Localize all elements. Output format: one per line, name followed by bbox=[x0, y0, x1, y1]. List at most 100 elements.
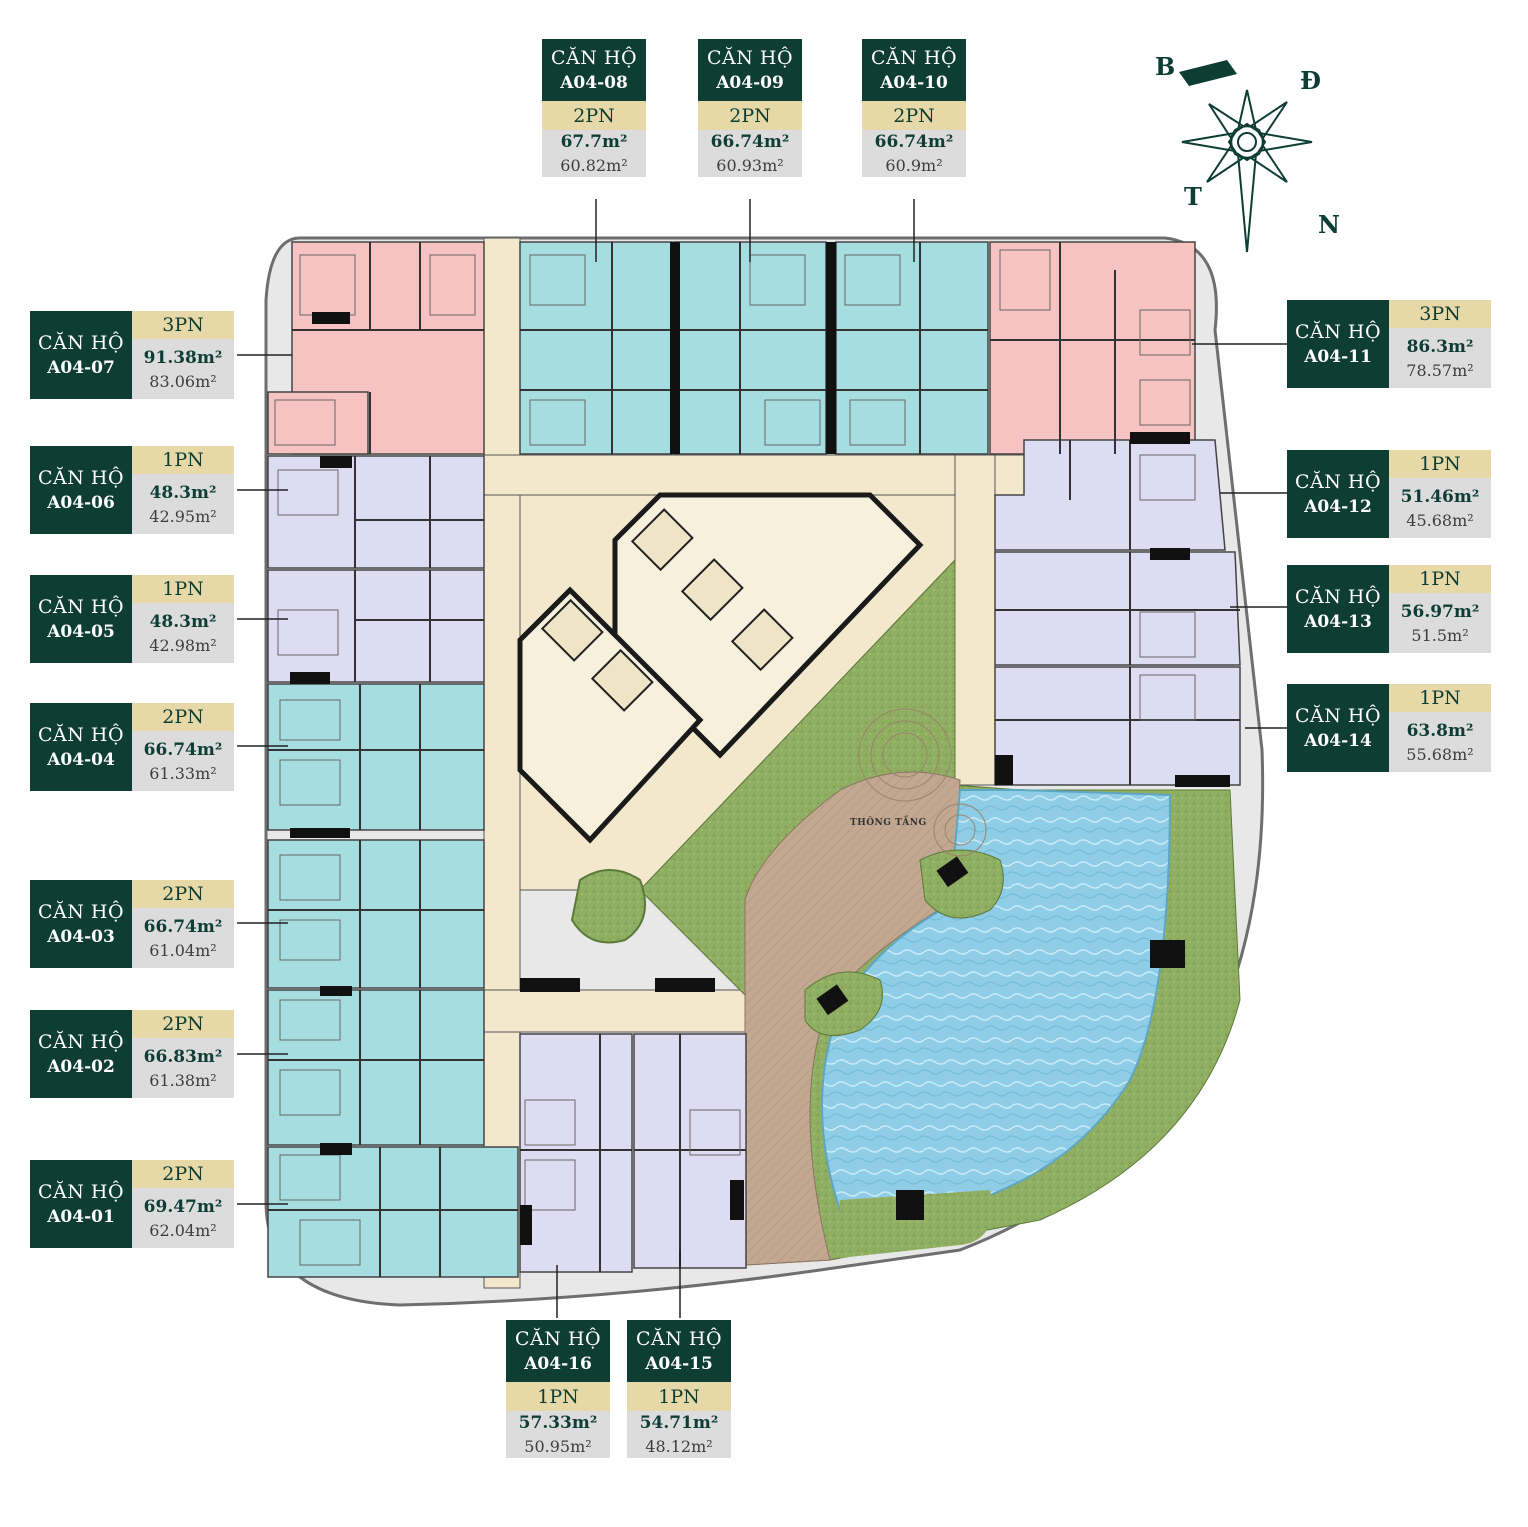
unit-area-net: 60.9m² bbox=[885, 156, 943, 175]
unit-info: 2PN 66.74m² 60.9m² bbox=[862, 101, 966, 177]
unit-id-box: CĂN HỘ A04-06 bbox=[30, 446, 132, 534]
unit-info: 2PN 67.7m² 60.82m² bbox=[542, 101, 646, 177]
unit-card-a04-11[interactable]: CĂN HỘ A04-11 3PN 86.3m² 78.57m² bbox=[1287, 300, 1491, 388]
unit-area: 66.74m² 60.93m² bbox=[698, 130, 802, 177]
unit-id-box: CĂN HỘ A04-11 bbox=[1287, 300, 1389, 388]
unit-info: 1PN 48.3m² 42.95m² bbox=[132, 446, 234, 534]
unit-area-gross: 48.3m² bbox=[149, 482, 217, 503]
unit-area-net: 55.68m² bbox=[1406, 744, 1474, 764]
unit-code: A04-06 bbox=[47, 492, 115, 513]
unit-label: CĂN HỘ bbox=[1294, 585, 1382, 608]
unit-type: 2PN bbox=[862, 101, 966, 130]
unit-info: 1PN 63.8m² 55.68m² bbox=[1389, 684, 1491, 772]
unit-info: 2PN 69.47m² 62.04m² bbox=[132, 1160, 234, 1248]
structural-columns bbox=[290, 242, 1230, 1245]
unit-id-box: CĂN HỘ A04-16 bbox=[506, 1320, 610, 1382]
unit-label: CĂN HỘ bbox=[1294, 470, 1382, 493]
unit-label: CĂN HỘ bbox=[37, 331, 125, 354]
unit-label: CĂN HỘ bbox=[37, 723, 125, 746]
unit-area-net: 78.57m² bbox=[1406, 360, 1474, 380]
unit-code: A04-05 bbox=[47, 621, 115, 642]
unit-type: 2PN bbox=[698, 101, 802, 130]
unit-type: 2PN bbox=[132, 703, 234, 731]
unit-area-net: 83.06m² bbox=[149, 371, 217, 391]
unit-area-gross: 66.74m² bbox=[143, 739, 223, 760]
unit-card-a04-03[interactable]: CĂN HỘ A04-03 2PN 66.74m² 61.04m² bbox=[30, 880, 234, 968]
compass-east-label: Đ bbox=[1300, 66, 1321, 95]
unit-code: A04-01 bbox=[47, 1206, 115, 1227]
unit-card-a04-14[interactable]: CĂN HỘ A04-14 1PN 63.8m² 55.68m² bbox=[1287, 684, 1491, 772]
unit-area-net: 60.82m² bbox=[560, 156, 628, 175]
unit-card-a04-01[interactable]: CĂN HỘ A04-01 2PN 69.47m² 62.04m² bbox=[30, 1160, 234, 1248]
unit-card-a04-13[interactable]: CĂN HỘ A04-13 1PN 56.97m² 51.5m² bbox=[1287, 565, 1491, 653]
unit-card-a04-05[interactable]: CĂN HỘ A04-05 1PN 48.3m² 42.98m² bbox=[30, 575, 234, 663]
unit-id-box: CĂN HỘ A04-14 bbox=[1287, 684, 1389, 772]
unit-info: 2PN 66.83m² 61.38m² bbox=[132, 1010, 234, 1098]
unit-type: 1PN bbox=[1389, 565, 1491, 593]
unit-id-box: CĂN HỘ A04-01 bbox=[30, 1160, 132, 1248]
unit-area-gross: 48.3m² bbox=[149, 611, 217, 632]
unit-id-box: CĂN HỘ A04-02 bbox=[30, 1010, 132, 1098]
unit-type: 2PN bbox=[132, 1160, 234, 1188]
unit-card-a04-07[interactable]: CĂN HỘ A04-07 3PN 91.38m² 83.06m² bbox=[30, 311, 234, 399]
unit-info: 2PN 66.74m² 61.04m² bbox=[132, 880, 234, 968]
unit-label: CĂN HỘ bbox=[37, 466, 125, 489]
compass-rose-icon bbox=[1179, 60, 1313, 253]
unit-a04-03-block bbox=[267, 839, 485, 989]
unit-id-box: CĂN HỘ A04-09 bbox=[698, 39, 802, 101]
unit-a04-13-block bbox=[994, 551, 1241, 666]
unit-area-gross: 56.97m² bbox=[1400, 601, 1480, 622]
unit-card-a04-04[interactable]: CĂN HỘ A04-04 2PN 66.74m² 61.33m² bbox=[30, 703, 234, 791]
unit-code: A04-04 bbox=[47, 749, 115, 770]
unit-label: CĂN HỘ bbox=[635, 1327, 723, 1350]
unit-info: 1PN 48.3m² 42.98m² bbox=[132, 575, 234, 663]
unit-code: A04-09 bbox=[716, 72, 784, 93]
inner-garden bbox=[570, 869, 646, 944]
unit-area: 63.8m² 55.68m² bbox=[1389, 712, 1491, 772]
unit-card-a04-16[interactable]: CĂN HỘ A04-16 1PN 57.33m² 50.95m² bbox=[506, 1320, 610, 1458]
unit-card-a04-12[interactable]: CĂN HỘ A04-12 1PN 51.46m² 45.68m² bbox=[1287, 450, 1491, 538]
unit-area-net: 61.38m² bbox=[149, 1070, 217, 1090]
leader-lines bbox=[237, 199, 1287, 1318]
lawn-strip bbox=[840, 1190, 992, 1258]
unit-type: 2PN bbox=[132, 880, 234, 908]
unit-area-gross: 66.74m² bbox=[874, 132, 954, 152]
unit-type: 1PN bbox=[1389, 450, 1491, 478]
unit-id-box: CĂN HỘ A04-13 bbox=[1287, 565, 1389, 653]
unit-type: 1PN bbox=[506, 1382, 610, 1411]
unit-info: 1PN 56.97m² 51.5m² bbox=[1389, 565, 1491, 653]
unit-area-net: 42.98m² bbox=[149, 635, 217, 655]
unit-code: A04-10 bbox=[880, 72, 948, 93]
compass-west-label: T bbox=[1184, 182, 1202, 211]
unit-type: 3PN bbox=[1389, 300, 1491, 328]
unit-card-a04-09[interactable]: CĂN HỘ A04-09 2PN 66.74m² 60.93m² bbox=[698, 39, 802, 177]
pool-label: THÔNG TẦNG bbox=[850, 818, 927, 828]
unit-area-net: 61.33m² bbox=[149, 763, 217, 783]
unit-card-a04-06[interactable]: CĂN HỘ A04-06 1PN 48.3m² 42.95m² bbox=[30, 446, 234, 534]
unit-type: 1PN bbox=[132, 575, 234, 603]
unit-label: CĂN HỘ bbox=[706, 46, 794, 69]
unit-a04-06-block bbox=[267, 455, 485, 569]
unit-card-a04-02[interactable]: CĂN HỘ A04-02 2PN 66.83m² 61.38m² bbox=[30, 1010, 234, 1098]
unit-area-net: 60.93m² bbox=[716, 156, 784, 175]
unit-area-gross: 54.71m² bbox=[639, 1413, 719, 1433]
unit-area: 86.3m² 78.57m² bbox=[1389, 328, 1491, 388]
unit-area: 51.46m² 45.68m² bbox=[1389, 478, 1491, 538]
unit-code: A04-13 bbox=[1304, 611, 1372, 632]
unit-code: A04-03 bbox=[47, 926, 115, 947]
unit-card-a04-08[interactable]: CĂN HỘ A04-08 2PN 67.7m² 60.82m² bbox=[542, 39, 646, 177]
unit-area: 66.83m² 61.38m² bbox=[132, 1038, 234, 1098]
unit-a04-04-block bbox=[267, 683, 485, 831]
unit-code: A04-12 bbox=[1304, 496, 1372, 517]
unit-label: CĂN HỘ bbox=[37, 1180, 125, 1203]
unit-area-net: 45.68m² bbox=[1406, 510, 1474, 530]
unit-code: A04-14 bbox=[1304, 730, 1372, 751]
unit-area: 67.7m² 60.82m² bbox=[542, 130, 646, 177]
unit-card-a04-10[interactable]: CĂN HỘ A04-10 2PN 66.74m² 60.9m² bbox=[862, 39, 966, 177]
room-partitions bbox=[268, 242, 1240, 1277]
unit-id-box: CĂN HỘ A04-03 bbox=[30, 880, 132, 968]
unit-area-net: 42.95m² bbox=[149, 506, 217, 526]
unit-id-box: CĂN HỘ A04-04 bbox=[30, 703, 132, 791]
unit-card-a04-15[interactable]: CĂN HỘ A04-15 1PN 54.71m² 48.12m² bbox=[627, 1320, 731, 1458]
compass-south-label: N bbox=[1318, 210, 1340, 239]
